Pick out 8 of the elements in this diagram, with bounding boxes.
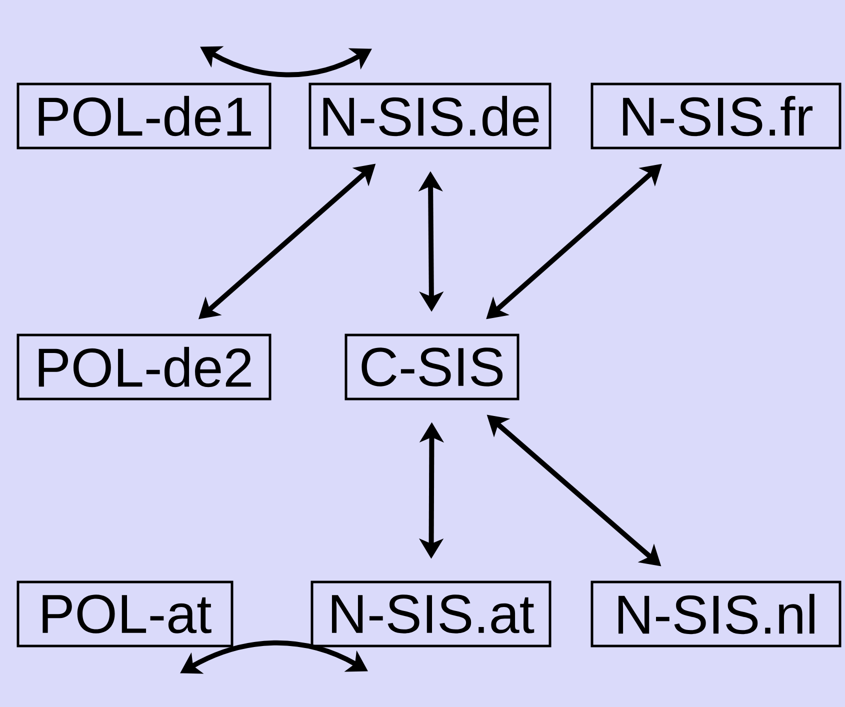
system-box: N-SIS.de (308, 82, 552, 150)
system-box: POL-de2 (16, 334, 272, 400)
system-box: N-SIS.at (310, 580, 552, 648)
system-box: N-SIS.nl (590, 580, 842, 648)
system-box: POL-at (16, 580, 234, 648)
system-box: C-SIS (344, 334, 520, 400)
system-box: POL-de1 (16, 82, 272, 150)
system-box: N-SIS.fr (590, 82, 842, 150)
